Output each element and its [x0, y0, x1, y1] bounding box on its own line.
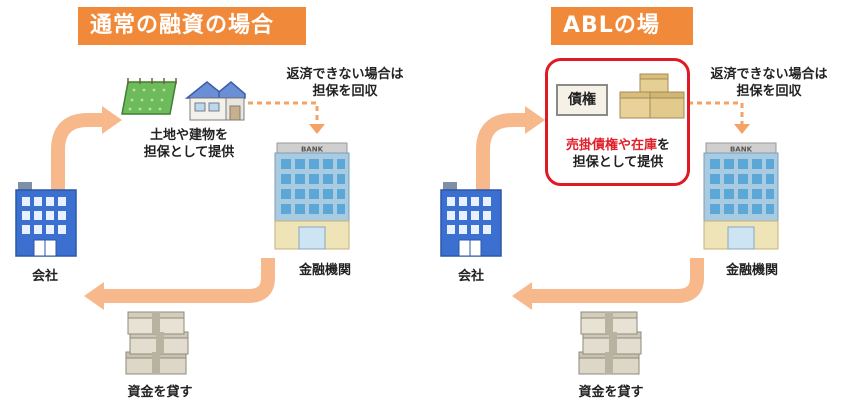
panel-title-abl: ABLの場合	[551, 7, 693, 76]
inventory-boxes-icon	[619, 73, 685, 119]
collateral-label-line-2: 担保として提供	[143, 145, 235, 160]
collateral-label-abl-highlight: 売掛債権や在庫	[565, 138, 657, 153]
bank-building-icon: BANK	[703, 142, 779, 250]
receivables-tag: 債権	[556, 84, 608, 116]
panel-title-normal: 通常の融資の場合	[78, 7, 306, 45]
collateral-label-abl-line-1: 売掛債権や在庫を	[552, 137, 684, 154]
bank-label-normal: 金融機関	[298, 263, 351, 278]
collateral-label-normal: 土地や建物を 担保として提供	[127, 127, 251, 161]
company-label-normal: 会社	[31, 269, 58, 284]
company-label-abl: 会社	[457, 269, 484, 284]
collateral-label-abl-particle: を	[657, 138, 671, 153]
collateral-label-abl: 売掛債権や在庫を 担保として提供	[552, 137, 684, 171]
default-note-line-1: 返済できない場合は	[286, 67, 404, 82]
default-note-abl-line-2: 担保を回収	[736, 84, 802, 99]
company-building-icon	[15, 182, 77, 257]
default-note-abl-line-1: 返済できない場合は	[710, 67, 828, 82]
bank-sign-text: BANK	[301, 146, 324, 154]
bank-building-icon: BANK	[274, 142, 350, 250]
loan-label-normal: 資金を貸す	[127, 385, 193, 400]
house-icon	[184, 81, 246, 121]
loan-label-abl: 資金を貸す	[578, 385, 644, 400]
default-note-line-2: 担保を回収	[312, 84, 378, 99]
default-note-normal: 返済できない場合は 担保を回収	[278, 66, 412, 100]
company-building-icon	[440, 182, 502, 257]
money-stack-icon	[125, 311, 189, 375]
land-icon	[121, 78, 177, 115]
bank-sign-text: BANK	[730, 146, 753, 154]
bank-label-abl: 金融機関	[725, 263, 778, 278]
collateral-label-abl-line-2: 担保として提供	[572, 155, 664, 170]
money-stack-icon	[578, 311, 642, 375]
collateral-label-line-1: 土地や建物を	[149, 128, 228, 143]
default-note-abl: 返済できない場合は 担保を回収	[702, 66, 836, 100]
